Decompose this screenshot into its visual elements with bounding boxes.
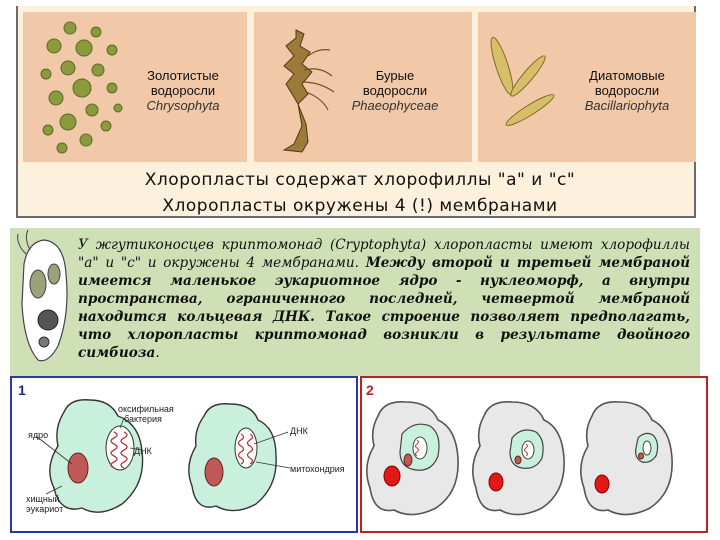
chrysophyta-panel: [23, 12, 247, 162]
cryptomonad-section: [10, 228, 700, 376]
label-mitochondrion: митохондрия: [290, 464, 345, 474]
cryptomonad-image: [17, 229, 68, 362]
label-nucleus: ядро: [28, 430, 49, 440]
host-cell-c: [580, 400, 673, 516]
diagram-1-number: 1: [18, 382, 26, 398]
bacterium-left: [105, 425, 135, 471]
phaeophyceae-latin: Phaeophyceae: [351, 98, 439, 113]
phaeophyceae-label: Бурые водоросли Phaeophyceae: [330, 68, 460, 113]
chrysophyta-label: Золотистые водоросли Chrysophyta: [128, 68, 238, 113]
label-dna-right: ДНК: [290, 426, 308, 436]
diagram-2-svg: [366, 400, 673, 516]
phaeophyceae-image: [282, 29, 335, 153]
chrysophyta-latin: Chrysophyta: [146, 98, 220, 113]
bacillariophyta-name-line1: Диатомовые: [589, 68, 665, 83]
mitochondrion: [234, 427, 258, 469]
chrysophyta-name-line1: Золотистые: [147, 68, 219, 83]
cryptomonad-text-part1: У жгутиконосцев криптомонад (Cryptophyta…: [78, 237, 690, 271]
bacillariophyta-image: [490, 36, 555, 126]
bacillariophyta-latin: Bacillariophyta: [584, 98, 670, 113]
bacterium-dna-left: [110, 431, 128, 469]
label-bacterium-line2: бактерия: [124, 414, 162, 424]
bacillariophyta-label: Диатомовые водоросли Bacillariophyta: [560, 68, 694, 113]
host-nucleus-a: [383, 465, 401, 487]
predator-nucleus: [67, 452, 89, 484]
bacillariophyta-name-line2: водоросли: [594, 83, 660, 98]
cryptomonad-description: У жгутиконосцев криптомонад (Cryptophyta…: [78, 236, 690, 362]
summary-line-2: Хлоропласты окружены 4 (!) мембранами: [162, 196, 558, 216]
diagram-2-number: 2: [366, 382, 374, 398]
eukaryote-cell: [188, 403, 277, 512]
chrysophyta-name-line2: водоросли: [150, 83, 216, 98]
label-predator-line2: эукариот: [26, 504, 64, 514]
label-predator-line1: хищный: [26, 494, 60, 504]
chrysophyta-image: [40, 21, 123, 154]
cryptomonad-text-part3: .: [155, 345, 160, 361]
host-nucleus-b: [488, 472, 504, 492]
label-bacterium-line1: оксифильная: [118, 404, 174, 414]
eukaryote-nucleus: [204, 457, 224, 487]
mitochondrion-dna: [237, 433, 254, 465]
host-nucleus-c: [594, 474, 610, 494]
phaeophyceae-name-line1: Бурые: [375, 68, 415, 83]
cryptomonad-text-part2: Между второй и третьей мембраной имеется…: [78, 255, 690, 361]
phaeophyceae-name-line2: водоросли: [362, 83, 428, 98]
summary-line-1: Хлоропласты содержат хлорофиллы "а" и "с…: [144, 170, 576, 190]
diagram-1-svg: [35, 399, 291, 513]
label-dna-left: ДНК: [134, 446, 152, 456]
